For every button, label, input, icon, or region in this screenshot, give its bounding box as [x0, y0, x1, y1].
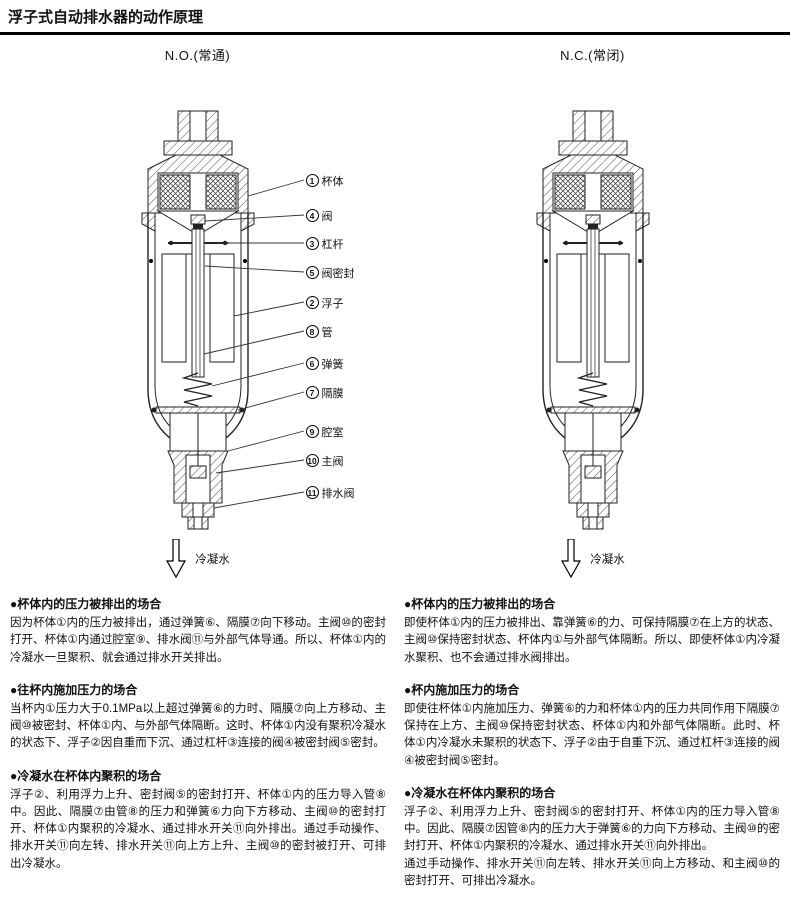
section-heading: ●冷凝水在杯体内聚积的场合 [404, 785, 556, 800]
callout-drain-valve: 11 排水阀 [304, 485, 356, 500]
callout-label: 浮子 [321, 297, 344, 310]
text-col-no: ●杯体内的压力被排出的场合 因为杯体①内的压力被排出，通过弹簧⑥、隔膜⑦向下移动… [10, 595, 386, 904]
section-pressure-applied: ●杯内施加压力的场合 即使往杯体①内施加压力、弹簧⑥的力和杯体①内的压力共同作用… [404, 681, 780, 770]
diagram-title-nc: N.C.(常闭) [560, 48, 625, 63]
callout-label: 弹簧 [321, 358, 344, 371]
callout-number: 1 [305, 174, 319, 187]
diagram-col-no: N.O.(常通) [0, 37, 395, 581]
diagrams-row: N.O.(常通) [0, 37, 790, 581]
section-condensate-accumulated: ●冷凝水在杯体内聚积的场合 浮子②、利用浮力上升、密封阀⑤的密封打开、杯体①内的… [404, 784, 780, 890]
auto-drain-cross-section-nc [535, 110, 650, 530]
section-heading: ●杯体内的压力被排出的场合 [10, 597, 162, 611]
description-columns: ●杯体内的压力被排出的场合 因为杯体①内的压力被排出，通过弹簧⑥、隔膜⑦向下移动… [0, 595, 790, 904]
section-body: 即使杯体①内的压力被排出、靠弹簧⑥的力、可保持隔膜⑦在上方的状态、主阀⑩保持密封… [404, 617, 780, 664]
callout-cup: 1 杯体 [304, 173, 345, 188]
callout-number: 3 [305, 237, 319, 250]
callout-label: 杠杆 [321, 238, 344, 251]
down-arrow-icon [561, 539, 581, 578]
callout-number: 6 [305, 357, 319, 370]
callout-lever: 3 杠杆 [304, 236, 345, 251]
callout-label: 主阀 [321, 455, 344, 468]
callout-label: 管 [321, 326, 333, 339]
callout-label: 杯体 [321, 175, 344, 188]
callout-number: 7 [305, 386, 319, 399]
diagram-title-no: N.O.(常通) [164, 48, 231, 63]
section-pressure-released: ●杯体内的压力被排出的场合 即使杯体①内的压力被排出、靠弹簧⑥的力、可保持隔膜⑦… [404, 595, 780, 667]
condensate-label: 冷凝水 [195, 554, 230, 566]
callout-diaphragm: 7 隔膜 [304, 385, 345, 400]
callout-number: 10 [305, 454, 319, 467]
callout-tube: 8 管 [304, 324, 334, 339]
diagram-col-nc: N.C.(常闭) 冷凝水 [395, 37, 790, 581]
callout-chamber: 9 腔室 [304, 424, 345, 439]
callout-main-valve: 10 主阀 [304, 453, 345, 468]
diagram-no: 1 杯体 4 阀 3 杠杆 5 阀密封 2 浮子 [8, 66, 388, 534]
section-heading: ●杯内施加压力的场合 [404, 682, 520, 697]
callout-valve-seal: 5 阀密封 [304, 265, 356, 280]
section-condensate-accumulated: ●冷凝水在杯体内聚积的场合 浮子②、利用浮力上升、密封阀⑤的密封打开、杯体①内的… [10, 767, 386, 873]
section-body: 当杯内①压力大于0.1MPa以上超过弹簧⑥的力时、隔膜⑦向上方移动、主阀⑩被密封… [10, 702, 386, 750]
section-body: 浮子②、利用浮力上升、密封阀⑤的密封打开、杯体①内的压力导入管⑧中。因此、隔膜⑦… [404, 805, 780, 887]
callout-valve: 4 阀 [304, 208, 334, 223]
callout-label: 隔膜 [321, 387, 344, 400]
section-pressure-released: ●杯体内的压力被排出的场合 因为杯体①内的压力被排出，通过弹簧⑥、隔膜⑦向下移动… [10, 595, 386, 667]
callout-number: 4 [305, 209, 319, 222]
auto-drain-cross-section-no [140, 110, 304, 530]
text-col-nc: ●杯体内的压力被排出的场合 即使杯体①内的压力被排出、靠弹簧⑥的力、可保持隔膜⑦… [404, 595, 780, 904]
callout-number: 8 [305, 325, 319, 338]
section-body: 即使往杯体①内施加压力、弹簧⑥的力和杯体①内的压力共同作用下隔膜⑦保持在上方、主… [404, 702, 780, 767]
section-heading: ●冷凝水在杯体内聚积的场合 [10, 768, 162, 783]
section-body: 浮子②、利用浮力上升、密封阀⑤的密封打开、杯体①内的压力导入管⑧中。因此、隔膜⑦… [10, 788, 386, 870]
callout-number: 9 [305, 425, 319, 438]
callout-number: 11 [305, 486, 319, 499]
condensate-label: 冷凝水 [590, 554, 625, 566]
down-arrow-icon [166, 539, 186, 578]
page-title: 浮子式自动排水器的动作原理 [0, 0, 790, 35]
callout-number: 2 [305, 296, 319, 309]
section-body: 因为杯体①内的压力被排出，通过弹簧⑥、隔膜⑦向下移动。主阀⑩的密封打开、杯体①内… [10, 617, 386, 664]
callout-label: 阀密封 [321, 267, 355, 280]
diagram-nc [403, 66, 783, 534]
callout-spring: 6 弹簧 [304, 356, 345, 371]
condensate-outlet-nc: 冷凝水 [403, 537, 783, 581]
callout-number: 5 [305, 266, 319, 279]
section-heading: ●杯体内的压力被排出的场合 [404, 597, 556, 611]
callout-float: 2 浮子 [304, 295, 345, 310]
callout-label: 腔室 [321, 426, 344, 439]
callout-label: 阀 [321, 210, 333, 223]
callout-leader-lines [203, 179, 304, 509]
callout-label: 排水阀 [321, 487, 355, 500]
section-heading: ●往杯内施加压力的场合 [10, 682, 138, 697]
section-pressure-applied: ●往杯内施加压力的场合 当杯内①压力大于0.1MPa以上超过弹簧⑥的力时、隔膜⑦… [10, 681, 386, 753]
condensate-outlet-no: 冷凝水 [8, 537, 388, 581]
